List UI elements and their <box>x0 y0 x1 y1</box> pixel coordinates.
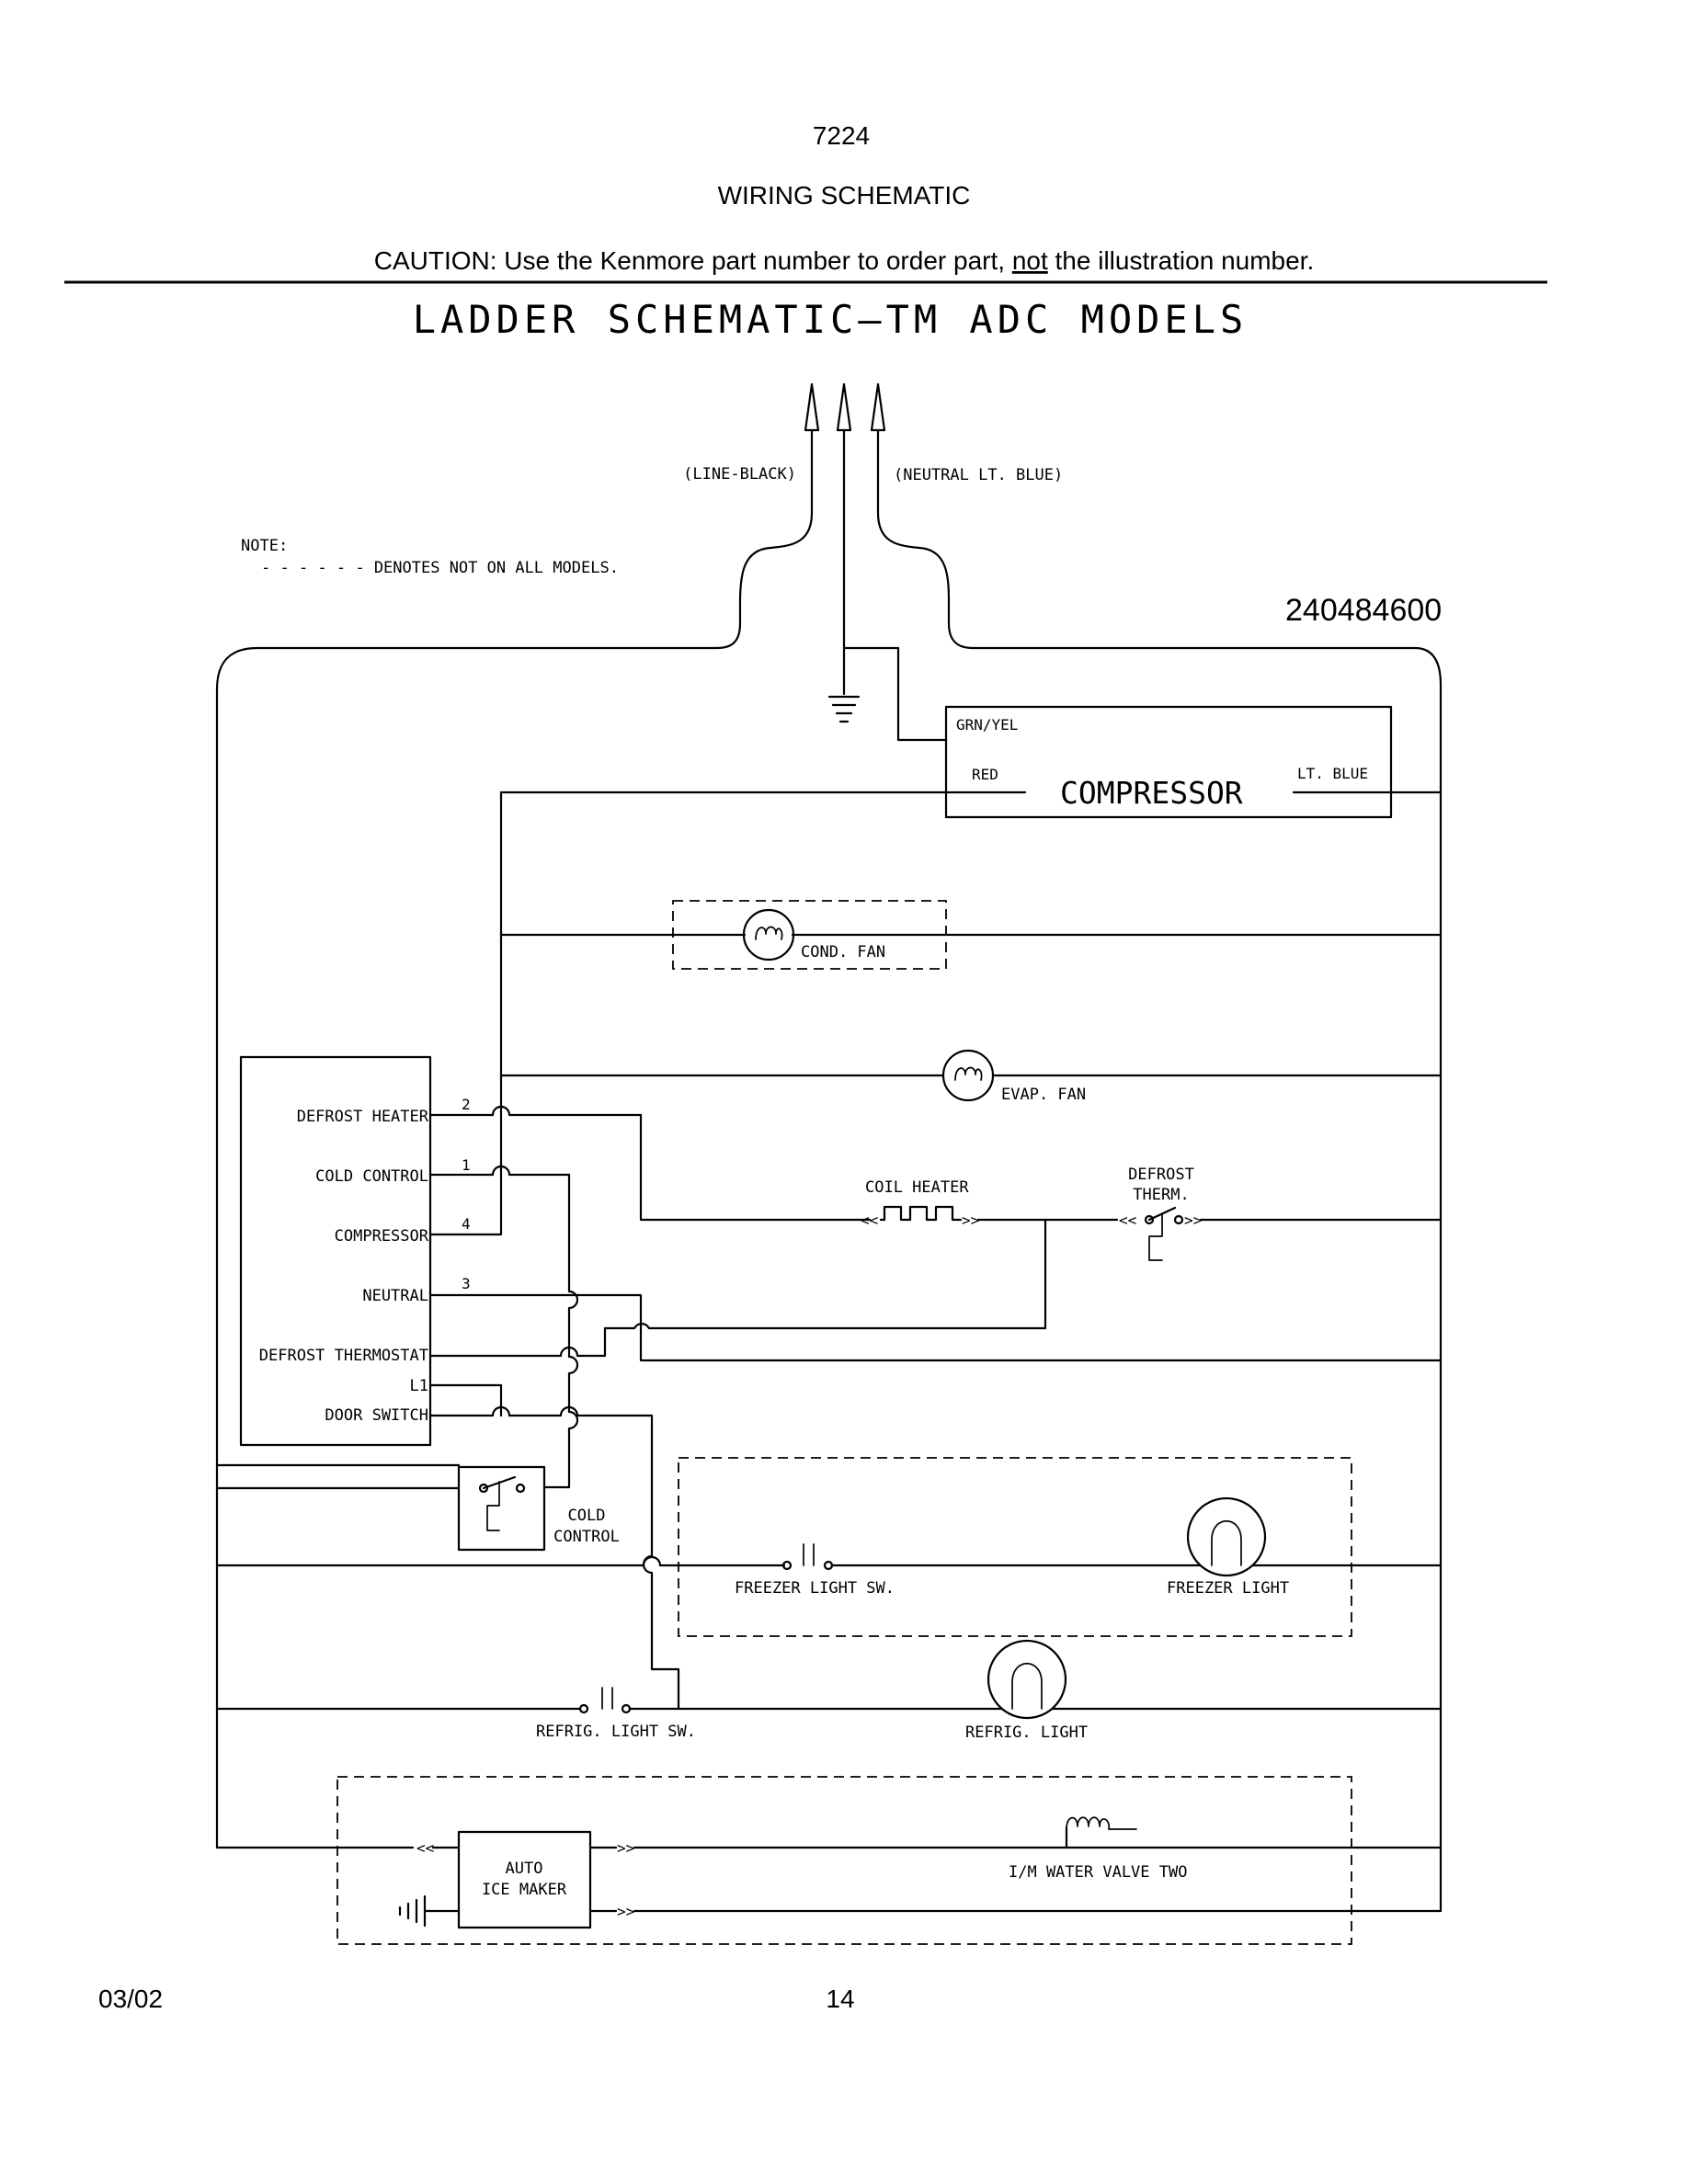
neutral-lead <box>876 428 1417 650</box>
cold-control-box <box>457 1465 546 1552</box>
evap-fan-label: EVAP. FAN <box>1001 1086 1086 1104</box>
terminal-compressor: COMPRESSOR <box>335 1227 429 1246</box>
evap-fan-motor <box>941 1049 995 1102</box>
freezer-light-optional-box <box>678 1457 1352 1637</box>
line-arrow <box>804 382 820 432</box>
svg-text:>>: >> <box>617 1903 634 1920</box>
board-wiring <box>428 1105 1443 1711</box>
caution-suffix: the illustration number. <box>1048 246 1315 275</box>
page-title: WIRING SCHEMATIC <box>718 181 971 210</box>
terminal-neutral: NEUTRAL <box>362 1287 428 1305</box>
cold-control-branch <box>215 1463 546 1552</box>
ice-maker-branch: << >> >> <box>336 1776 1443 1945</box>
line-rail <box>215 646 339 1849</box>
refrig-light-bulb <box>987 1639 1067 1720</box>
cond-fan-motor <box>742 908 795 961</box>
defrost-heater-wire <box>428 1105 861 1222</box>
page-code: 7224 <box>813 121 870 150</box>
wire-number-4: 4 <box>462 1215 471 1233</box>
door-switch-wire <box>428 1405 680 1711</box>
cold-control-line1: COLD <box>568 1507 606 1525</box>
freezer-light-branch <box>215 1457 1443 1637</box>
neutral-label: (NEUTRAL LT. BLUE) <box>894 466 1063 484</box>
neutral-rail <box>1413 646 1443 1913</box>
svg-text:<<: << <box>1119 1211 1136 1229</box>
cold-control-wire <box>428 1165 579 1489</box>
cond-fan-branch <box>499 900 1443 970</box>
footer-page-number: 14 <box>826 1985 854 2013</box>
coil-heater-label: COIL HEATER <box>865 1178 969 1197</box>
red-label: RED <box>972 766 998 783</box>
coil-heater-element <box>879 1205 963 1222</box>
cold-control-label: COLD CONTROL <box>553 1507 620 1546</box>
ice-maker-line2: ICE MAKER <box>482 1881 567 1899</box>
caution-emphasis: not <box>1012 246 1048 275</box>
refrig-light-label: REFRIG. LIGHT <box>965 1723 1088 1742</box>
ice-maker-label: AUTO ICE MAKER <box>482 1860 567 1899</box>
water-valve-label: I/M WATER VALVE TWO <box>1009 1863 1187 1882</box>
wire-number-1: 1 <box>462 1156 471 1174</box>
evap-fan-branch <box>499 1049 1443 1102</box>
compressor-label: COMPRESSOR <box>1060 775 1243 811</box>
defrost-therm-label: DEFROST THERM. <box>1128 1166 1194 1204</box>
svg-text:<<: << <box>861 1211 878 1229</box>
schematic-title: LADDER SCHEMATIC—TM ADC MODELS <box>413 297 1249 342</box>
terminal-l1: L1 <box>410 1377 428 1395</box>
svg-text:<<: << <box>416 1839 434 1857</box>
line-lead <box>256 428 814 650</box>
terminal-defrost-thermostat: DEFROST THERMOSTAT <box>259 1347 428 1365</box>
defrost-therm-line2: THERM. <box>1133 1186 1189 1204</box>
wire-number-3: 3 <box>462 1275 471 1292</box>
freezer-light-label: FREEZER LIGHT <box>1167 1579 1289 1598</box>
svg-text:>>: >> <box>1184 1211 1202 1229</box>
cond-fan-label: COND. FAN <box>801 943 885 961</box>
defrost-therm-switch <box>1144 1206 1184 1261</box>
water-valve-coil <box>1065 1816 1137 1849</box>
coil-heater-branch: << >> << >> <box>858 1205 1443 1261</box>
control-board <box>239 1055 432 1447</box>
wire-number-2: 2 <box>462 1096 471 1113</box>
refrig-light-branch <box>215 1639 1443 1720</box>
svg-text:>>: >> <box>962 1211 979 1229</box>
terminal-cold-control: COLD CONTROL <box>315 1167 428 1186</box>
grn-yel-label: GRN/YEL <box>956 716 1018 734</box>
ice-maker-ground-symbol <box>398 1894 427 1928</box>
l1-wire <box>428 1383 503 1417</box>
refrig-light-switch-label: REFRIG. LIGHT SW. <box>536 1723 696 1741</box>
svg-text:>>: >> <box>617 1839 634 1857</box>
neutral-arrow <box>870 382 886 432</box>
terminal-defrost-heater: DEFROST HEATER <box>297 1108 429 1126</box>
defrost-thermostat-wire <box>428 1218 1047 1358</box>
part-number: 240484600 <box>1285 593 1442 628</box>
ground-arrow <box>836 382 852 432</box>
compressor-box <box>944 705 1393 819</box>
board-neutral-wire <box>428 1293 1443 1362</box>
freezer-light-bulb <box>1186 1496 1267 1577</box>
terminal-door-switch: DOOR SWITCH <box>325 1406 428 1425</box>
note-label: NOTE: <box>241 537 288 555</box>
ground-symbol <box>827 695 861 723</box>
lt-blue-label: LT. BLUE <box>1297 765 1368 782</box>
footer-date: 03/02 <box>98 1985 163 2013</box>
caution-prefix: CAUTION: Use the Kenmore part number to … <box>374 246 1012 275</box>
refrig-light-switch <box>578 1687 632 1714</box>
compressor-block <box>499 646 1443 819</box>
defrost-therm-line1: DEFROST <box>1128 1166 1194 1184</box>
ice-maker-box <box>457 1830 592 1929</box>
freezer-light-switch <box>781 1543 834 1571</box>
fan-coil-icon <box>755 926 783 940</box>
cold-control-line2: CONTROL <box>553 1528 620 1546</box>
line-black-label: (LINE-BLACK) <box>683 465 796 483</box>
ice-maker-optional-box <box>336 1776 1352 1945</box>
note-text: - - - - - - DENOTES NOT ON ALL MODELS. <box>261 559 619 577</box>
supply-cord <box>256 382 1417 723</box>
ice-maker-line1: AUTO <box>506 1860 543 1878</box>
compressor-bus <box>428 791 503 1236</box>
freezer-light-switch-label: FREEZER LIGHT SW. <box>735 1579 895 1598</box>
compressor-ground-wire <box>842 646 948 742</box>
caution-line: CAUTION: Use the Kenmore part number to … <box>374 246 1315 275</box>
